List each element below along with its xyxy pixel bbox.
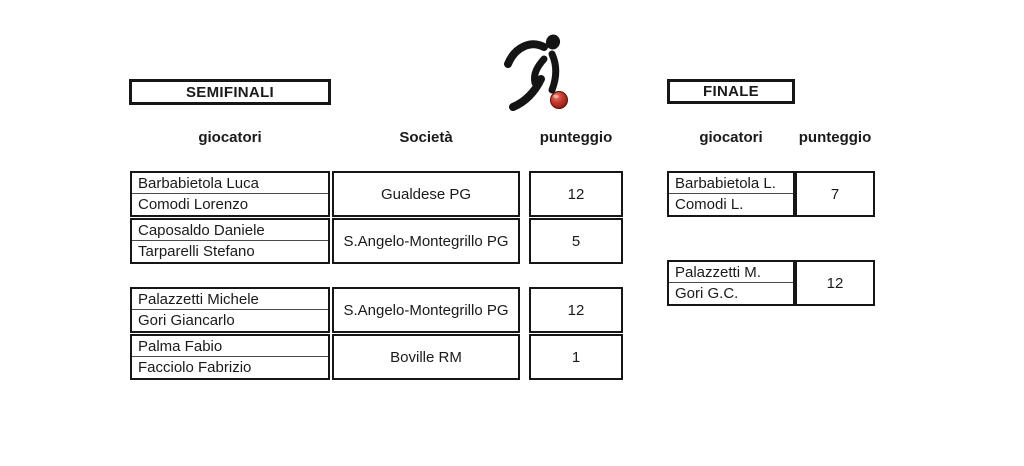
semifinal2-teamB-row: Palma Fabio Facciolo Fabrizio Boville RM…: [130, 334, 623, 380]
player-name: Facciolo Fabrizio: [138, 359, 252, 376]
societa-cell: S.Angelo-Montegrillo PG: [332, 218, 520, 264]
players-cell: Barbabietola Luca Comodi Lorenzo: [130, 171, 330, 217]
punteggio-cell: 5: [529, 218, 623, 264]
player-name: Gori Giancarlo: [138, 312, 235, 329]
societa-cell: S.Angelo-Montegrillo PG: [332, 287, 520, 333]
punteggio-cell: 1: [529, 334, 623, 380]
semifinal2-teamA-row: Palazzetti Michele Gori Giancarlo S.Ange…: [130, 287, 623, 333]
societa-cell: Gualdese PG: [332, 171, 520, 217]
player-name: Palazzetti M.: [669, 262, 793, 283]
semifinali-title: SEMIFINALI: [186, 83, 274, 101]
player-name: Barbabietola Luca: [132, 173, 328, 194]
punteggio-cell: 12: [529, 287, 623, 333]
societa-cell: Boville RM: [332, 334, 520, 380]
punteggio-cell: 12: [795, 260, 875, 306]
players-cell: Barbabietola L. Comodi L.: [667, 171, 795, 217]
finale-column-header-giocatori: giocatori: [699, 129, 763, 146]
finale-teamA-row: Barbabietola L. Comodi L. 7: [667, 171, 875, 217]
player-name: Barbabietola L.: [669, 173, 793, 194]
column-header-societa: Società: [399, 129, 453, 146]
player-name: Gori G.C.: [675, 285, 739, 302]
bocce-player-icon: [502, 31, 576, 113]
semifinal1-teamB-row: Caposaldo Daniele Tarparelli Stefano S.A…: [130, 218, 623, 264]
player-name: Comodi L.: [675, 196, 744, 213]
players-cell: Palazzetti Michele Gori Giancarlo: [130, 287, 330, 333]
column-header-giocatori: giocatori: [198, 129, 262, 146]
players-cell: Palazzetti M. Gori G.C.: [667, 260, 795, 306]
punteggio-cell: 7: [795, 171, 875, 217]
players-cell: Palma Fabio Facciolo Fabrizio: [130, 334, 330, 380]
finale-title: FINALE: [703, 83, 759, 100]
player-name: Comodi Lorenzo: [138, 196, 249, 213]
finale-teamB-row: Palazzetti M. Gori G.C. 12: [667, 260, 875, 306]
semifinali-title-box: SEMIFINALI: [129, 79, 331, 105]
finale-column-header-punteggio: punteggio: [798, 129, 872, 146]
player-name: Palazzetti Michele: [132, 289, 328, 310]
column-header-punteggio: punteggio: [539, 129, 613, 146]
player-name: Tarparelli Stefano: [138, 243, 255, 260]
player-name: Caposaldo Daniele: [132, 220, 328, 241]
finale-title-box: FINALE: [667, 79, 795, 104]
semifinal1-teamA-row: Barbabietola Luca Comodi Lorenzo Gualdes…: [130, 171, 623, 217]
players-cell: Caposaldo Daniele Tarparelli Stefano: [130, 218, 330, 264]
punteggio-cell: 12: [529, 171, 623, 217]
player-name: Palma Fabio: [132, 336, 328, 357]
